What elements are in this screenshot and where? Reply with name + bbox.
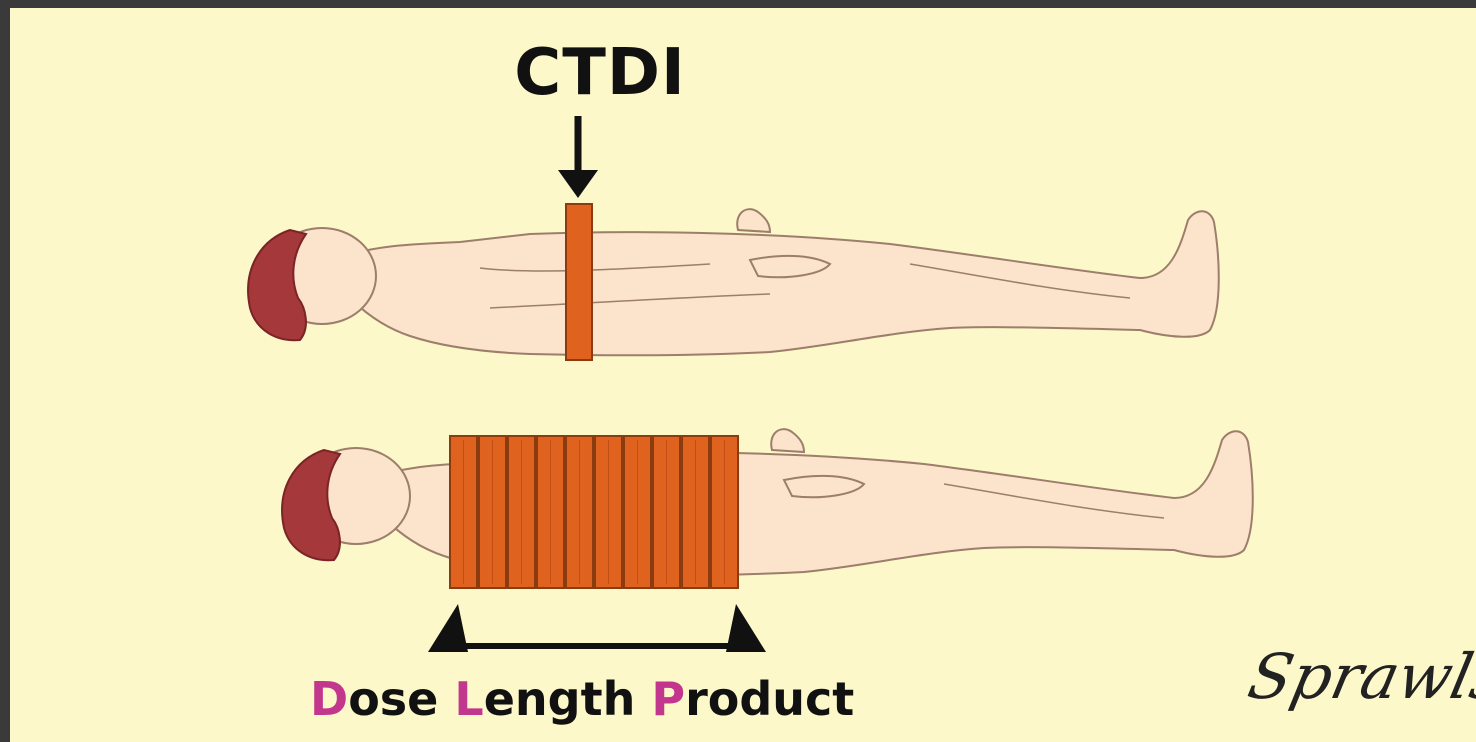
- length-initial: L: [454, 672, 483, 726]
- dose-rest: ose: [348, 672, 454, 726]
- author-signature: Sprawls: [1242, 640, 1476, 713]
- product-rest: roduct: [685, 672, 854, 726]
- dose-length-product-label: Dose Length Product: [310, 672, 854, 726]
- dose-initial: D: [310, 672, 348, 726]
- diagram-canvas: CTDI Dose Length Product Sprawls: [10, 8, 1476, 742]
- patient-figure-icon: [282, 429, 1253, 575]
- triangle-marker-icon: [726, 604, 766, 652]
- patient-figure-icon: [248, 209, 1219, 355]
- patient-diagram: [10, 8, 1476, 742]
- triangle-marker-icon: [428, 604, 468, 652]
- down-arrow-icon: [558, 116, 598, 198]
- ctdi-label: CTDI: [490, 36, 710, 110]
- scan-range-bracket: [428, 604, 766, 652]
- dose-slice-band-icon: [566, 204, 592, 360]
- dose-slice-stack: [450, 436, 738, 588]
- length-rest: ength: [484, 672, 652, 726]
- product-initial: P: [651, 672, 685, 726]
